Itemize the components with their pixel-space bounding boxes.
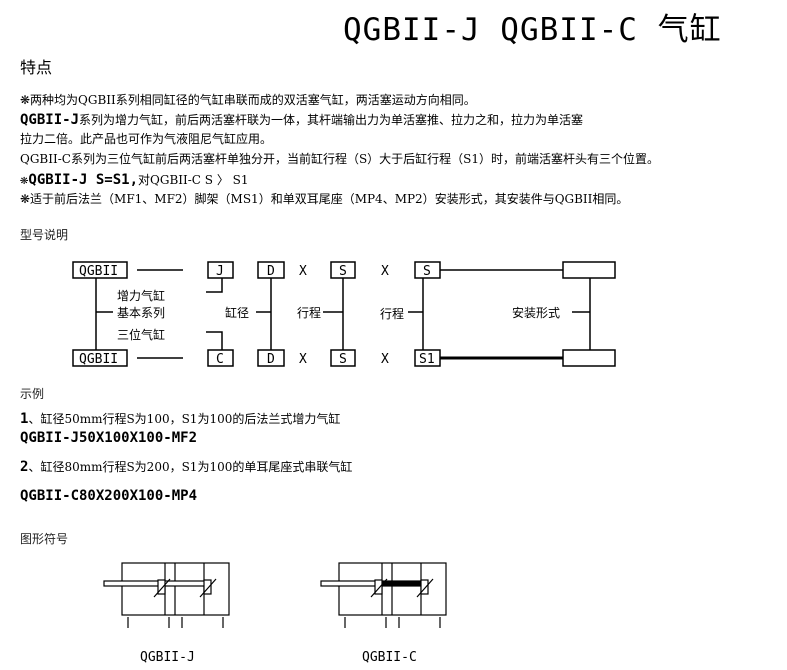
label-three: 三位气缸 xyxy=(117,327,165,342)
model-code-s: S xyxy=(339,352,347,367)
symbols-heading: 图形符号 xyxy=(20,532,69,546)
feature-code: ❋QGBII-J S=S1, xyxy=(20,172,139,188)
page-title: QGBII-J QGBII-C 气缸 xyxy=(343,12,722,48)
label-basic: 基本系列 xyxy=(117,306,165,320)
symbol-label-c: QGBII-C xyxy=(362,650,417,665)
label-stroke: 行程 xyxy=(380,306,404,321)
model-code-d: D xyxy=(267,264,275,279)
model-x: X xyxy=(299,352,307,367)
example-desc: 、缸径50mm行程S为100，S1为100的后法兰式增力气缸 xyxy=(28,412,341,426)
feature-line: ❋适于前后法兰（MF1、MF2）脚架（MS1）和单双耳尾座（MP4、MP2）安装… xyxy=(20,192,629,206)
examples-heading: 示例 xyxy=(20,387,45,401)
symbol-qgbii-c xyxy=(320,562,447,628)
label-mount: 安装形式 xyxy=(512,305,560,320)
feature-line: QGBII-C系列为三位气缸前后两活塞杆单独分开，当前缸行程（S）大于后缸行程（… xyxy=(20,152,660,166)
symbol-qgbii-j xyxy=(103,562,230,628)
model-code-series: QGBII xyxy=(79,264,118,279)
symbol-label-j: QGBII-J xyxy=(140,650,195,665)
model-heading: 型号说明 xyxy=(20,228,69,242)
model-code-c: C xyxy=(216,352,224,367)
label-stroke: 行程 xyxy=(297,305,321,320)
example-number: 1 xyxy=(20,411,29,427)
feature-line: ❋QGBII-J S=S1,对QGBII-C S 〉 S1 xyxy=(20,169,249,188)
feature-line: ❋两种均为QGBII系列相同缸径的气缸串联而成的双活塞气缸，两活塞运动方向相同。 xyxy=(20,93,476,107)
label-boost: 增力气缸 xyxy=(117,288,165,303)
model-x: X xyxy=(381,264,389,279)
example-1: 1、缸径50mm行程S为100，S1为100的后法兰式增力气缸 xyxy=(20,408,340,427)
feature-line: 拉力二倍。此产品也可作为气液阻尼气缸应用。 xyxy=(20,132,273,146)
model-code-s: S xyxy=(423,264,431,279)
model-code-s: S xyxy=(339,264,347,279)
example-desc: 、缸径80mm行程S为200，S1为100的单耳尾座式串联气缸 xyxy=(28,460,353,474)
feature-code: QGBII-J xyxy=(20,112,80,128)
feature-line: QGBII-J系列为增力气缸，前后两活塞杆联为一体，其杆端输出力为单活塞推、拉力… xyxy=(20,109,583,128)
feature-text: 系列为增力气缸，前后两活塞杆联为一体，其杆端输出力为单活塞推、拉力之和，拉力为单… xyxy=(79,113,584,127)
model-code-s1: S1 xyxy=(419,352,435,367)
example-number: 2 xyxy=(20,459,29,475)
model-code-series: QGBII xyxy=(79,352,118,367)
model-x: X xyxy=(299,264,307,279)
example-code: QGBII-C80X200X100-MP4 xyxy=(20,488,198,504)
feature-text: 对QGBII-C S 〉 S1 xyxy=(138,173,249,187)
example-code: QGBII-J50X100X100-MF2 xyxy=(20,430,198,446)
features-heading: 特点 xyxy=(20,58,53,77)
model-x: X xyxy=(381,352,389,367)
model-code-d: D xyxy=(267,352,275,367)
example-2: 2、缸径80mm行程S为200，S1为100的单耳尾座式串联气缸 xyxy=(20,456,352,475)
model-code-j: J xyxy=(216,264,224,279)
label-bore: 缸径 xyxy=(225,305,249,320)
